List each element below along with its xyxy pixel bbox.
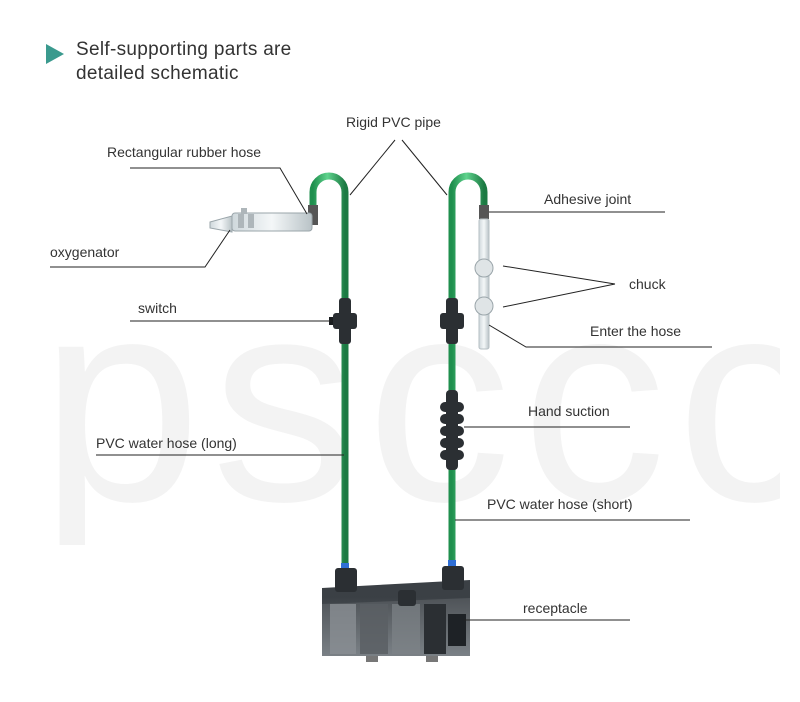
intake-tube [474, 218, 494, 350]
label-switch: switch [138, 300, 177, 316]
label-receptacle: receptacle [523, 600, 588, 616]
label-rigid-pvc-pipe: Rigid PVC pipe [346, 114, 441, 130]
right-blue-ring [448, 560, 456, 570]
watermark-text: psccc [40, 255, 780, 545]
label-hand-suction: Hand suction [528, 403, 610, 419]
heading-title: Self-supporting parts are detailed schem… [76, 38, 336, 86]
label-enter-hose: Enter the hose [590, 323, 682, 339]
rubber-hose-connector [308, 205, 318, 225]
chuck-lower [474, 296, 494, 316]
page-heading: Self-supporting parts are detailed schem… [46, 38, 336, 86]
right-switch [440, 298, 464, 344]
heading-line-2: detailed schematic [76, 63, 239, 84]
leader-lines [50, 139, 712, 621]
right-tube [448, 172, 489, 589]
label-chuck: chuck [629, 276, 666, 292]
left-switch [329, 298, 357, 344]
chuck-upper [474, 258, 494, 278]
heading-line-1: Self-supporting parts are [76, 39, 292, 60]
oxygenator-part [209, 208, 313, 233]
label-rubber-hose: Rectangular rubber hose [107, 144, 262, 160]
hand-suction-bulb [440, 390, 464, 470]
play-triangle-icon [46, 44, 64, 64]
label-hose-long: PVC water hose (long) [96, 435, 237, 451]
label-hose-short: PVC water hose (short) [487, 496, 633, 512]
label-adhesive-joint: Adhesive joint [544, 191, 632, 207]
label-oxygenator: oxygenator [50, 244, 120, 260]
left-tube [308, 172, 349, 589]
receptacle-box [322, 566, 470, 662]
